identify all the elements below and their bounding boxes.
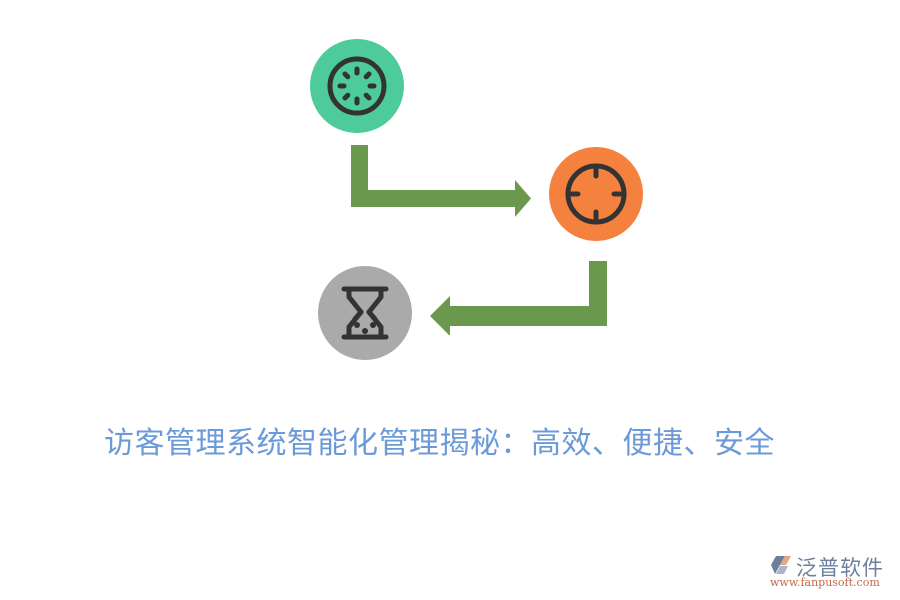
loading-spinner-icon (327, 56, 387, 116)
hourglass-icon (341, 286, 389, 340)
step-1-circle (310, 39, 404, 133)
watermark-brand-name: 泛普软件 (796, 556, 884, 580)
watermark-url: www.fanpusoft.com (770, 576, 880, 589)
watermark-logo: 泛普软件 www.fanpusoft.com (768, 552, 898, 592)
connector-arrow-2 (430, 261, 607, 335)
diagram-title: 访客管理系统智能化管理揭秘：高效、便捷、安全 (104, 426, 775, 461)
step-3-circle (318, 266, 412, 360)
step-2-circle (549, 147, 643, 241)
fanpu-logo-icon (771, 556, 791, 574)
crosshair-target-icon (565, 163, 627, 225)
connector-arrow-1 (351, 145, 531, 217)
